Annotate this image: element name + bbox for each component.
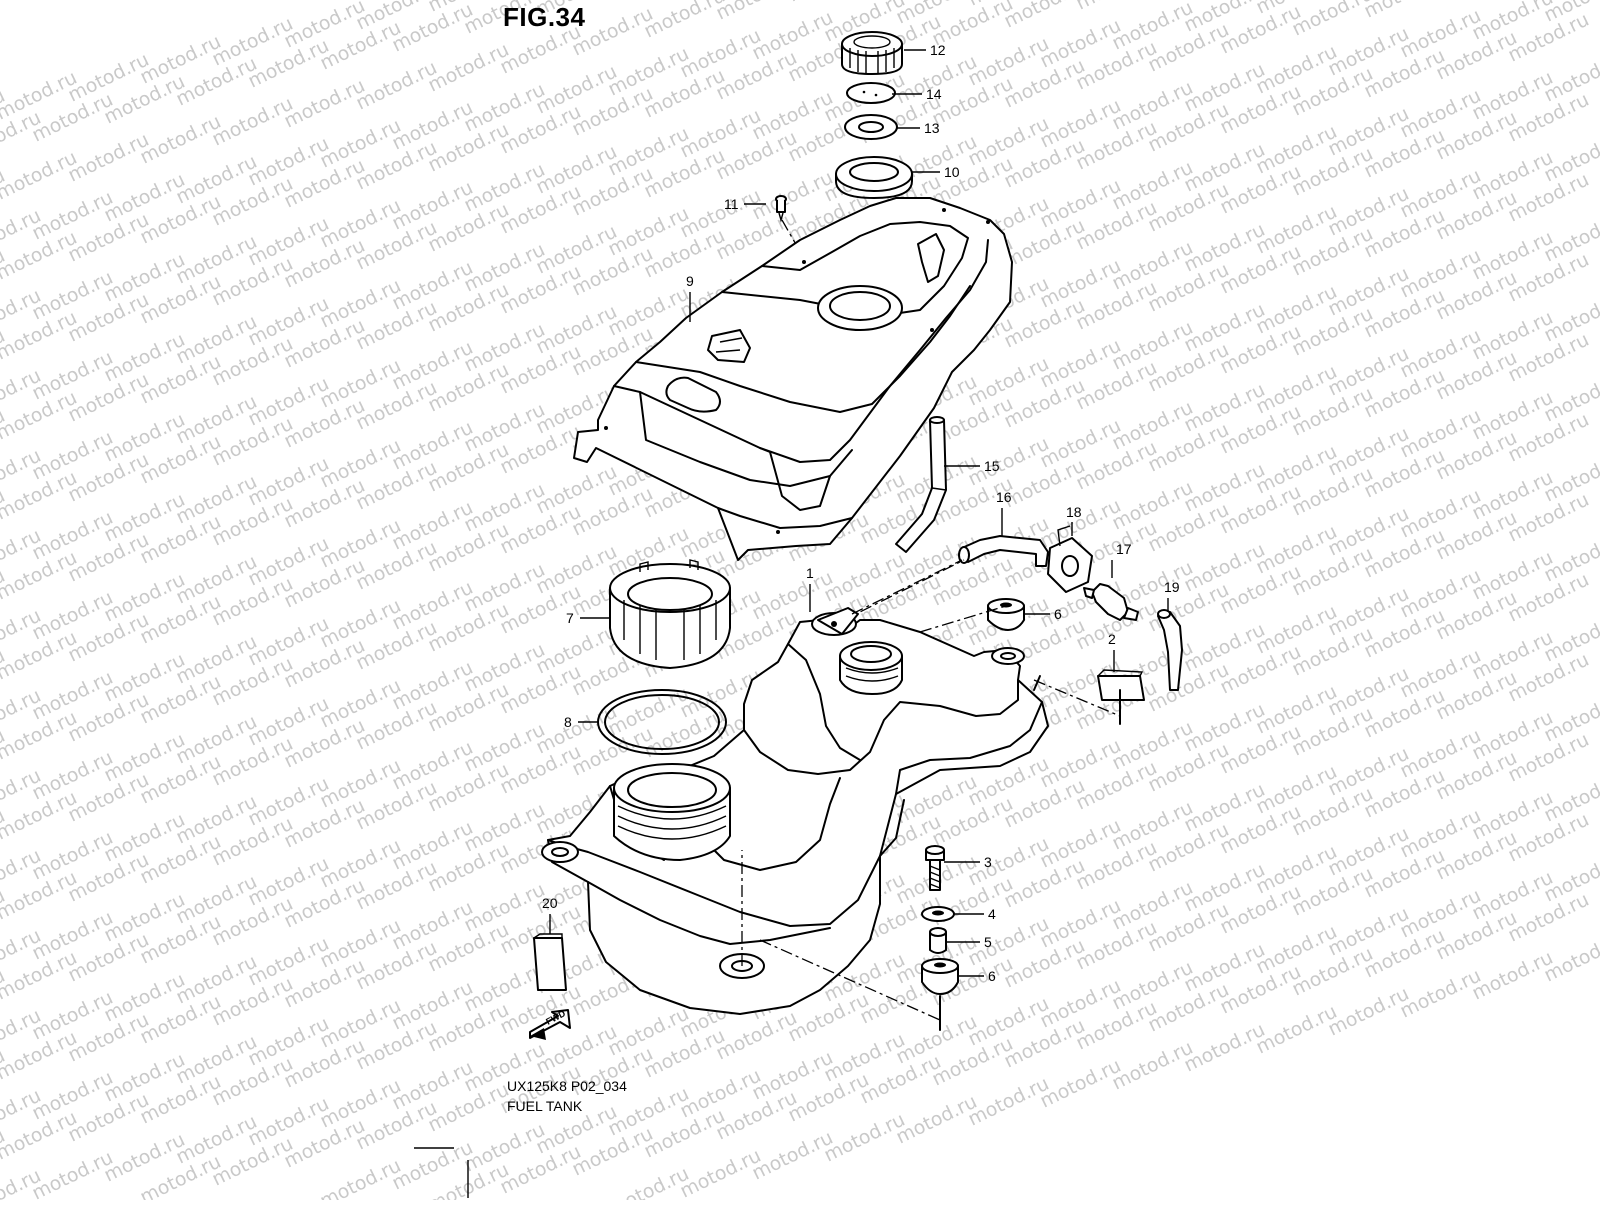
callout-number: 14	[926, 86, 942, 102]
callout-number: 15	[984, 458, 1000, 474]
callout-number: 17	[1116, 541, 1132, 557]
watermark-text: motod.ru	[137, 111, 225, 169]
callout-number: 19	[1164, 579, 1180, 595]
watermark-text: motod.ru	[1073, 0, 1161, 14]
watermark-text: motod.ru	[713, 0, 801, 24]
watermark-text: motod.ru	[1109, 1037, 1197, 1095]
watermark-text: motod.ru	[353, 57, 441, 115]
cap-gasket-drawing	[847, 83, 895, 103]
callout-number: 18	[1066, 504, 1082, 520]
watermark-text: motod.ru	[209, 93, 297, 151]
watermark-text: motod.ru	[1253, 1001, 1341, 1059]
callout-number: 10	[944, 164, 960, 180]
callout-number: 5	[984, 934, 992, 950]
watermark-text: motod.ru	[821, 1109, 909, 1167]
watermark-text: motod.ru	[749, 1127, 837, 1185]
figure-title: FIG.34	[503, 2, 585, 33]
callout-number: 7	[566, 610, 574, 626]
watermark-text: motod.ru	[1397, 965, 1485, 1023]
watermark-text: motod.ru	[1037, 1055, 1125, 1113]
cap-seal-drawing	[845, 115, 897, 139]
watermark-text: motod.ru	[785, 0, 873, 6]
watermark-text: motod.ru	[65, 129, 153, 187]
callout-number: 12	[930, 42, 946, 58]
watermark-text: motod.ru	[1469, 947, 1557, 1005]
callout-number: 20	[542, 895, 558, 911]
diagram-caption: FUEL TANK	[507, 1098, 582, 1114]
watermark-text: motod.ru	[1181, 1019, 1269, 1077]
callout-number: 13	[924, 120, 940, 136]
pump-lock-ring-drawing	[610, 560, 730, 668]
callout-number: 1	[806, 565, 814, 581]
washer-drawing	[922, 907, 954, 921]
callout-number: 16	[996, 489, 1012, 505]
callout-number: 3	[984, 854, 992, 870]
watermark-text: motod.ru	[1001, 0, 1089, 32]
watermark-text: motod.ru	[425, 39, 513, 97]
collar-drawing	[930, 928, 946, 953]
callout-number: 11	[724, 196, 739, 212]
callout-number: 4	[988, 906, 996, 922]
diagram-code: UX125K8 P02_034	[507, 1078, 627, 1094]
fuel-cap-drawing	[842, 32, 902, 74]
watermark-text: motod.ru	[1361, 0, 1449, 22]
cushion-lower-drawing	[922, 959, 958, 994]
cushion-upper-drawing	[988, 599, 1024, 630]
watermark-text: motod.ru	[1433, 0, 1521, 4]
watermark-text: motod.ru	[605, 0, 693, 2]
label-pad-drawing	[534, 934, 566, 990]
watermark-text: motod.ru	[893, 1091, 981, 1149]
callout-number: 6	[1054, 606, 1062, 622]
watermark-text: motod.ru	[281, 75, 369, 133]
watermark-text: motod.ru	[965, 1073, 1053, 1131]
callout-number: 9	[686, 273, 694, 289]
callout-number: 8	[564, 714, 572, 730]
watermark-text: motod.ru	[1325, 983, 1413, 1041]
callout-number: 6	[988, 968, 996, 984]
callout-number: 2	[1108, 631, 1116, 647]
